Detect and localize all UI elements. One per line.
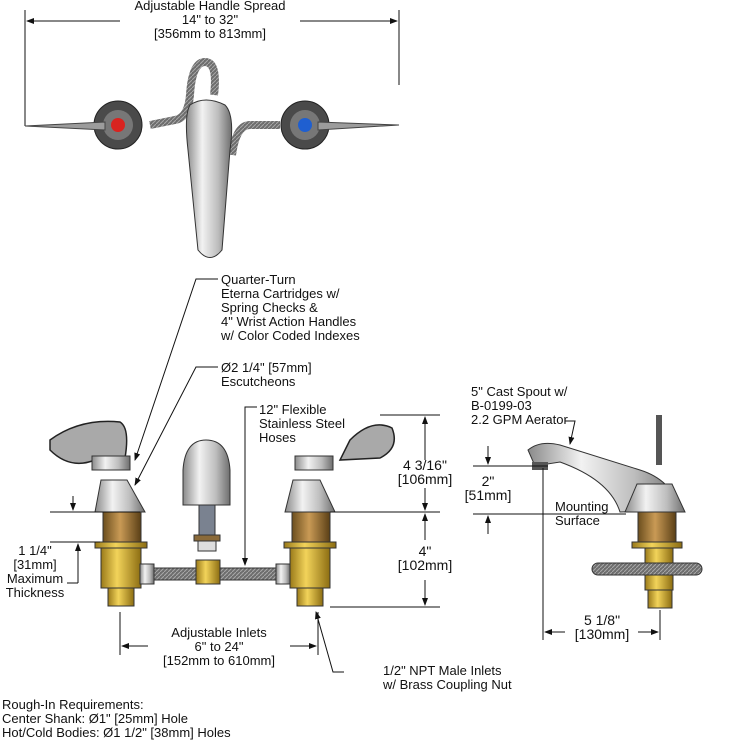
callout-line: Escutcheons [221, 374, 296, 389]
handle-spread-inches: 14" to 32" [181, 12, 239, 27]
dim-mm: [31mm] [13, 557, 57, 572]
dim-inches: 4" [418, 543, 432, 559]
inlets-callout: 1/2" NPT Male Inlets w/ Brass Coupling N… [383, 664, 512, 692]
dim-label: Surface [555, 513, 600, 528]
dim-label: Adjustable Inlets [171, 625, 267, 640]
dim-mm: [102mm] [397, 557, 453, 573]
handle-spread-mm: [356mm to 813mm] [154, 26, 266, 41]
callout-line: Stainless Steel [259, 416, 345, 431]
front-view [49, 278, 440, 673]
rough-in-center-shank: Center Shank: Ø1" [25mm] Hole [2, 711, 188, 726]
rough-in-title: Rough-In Requirements: [2, 697, 144, 712]
callout-line: 12" Flexible [259, 402, 327, 417]
dim-label: Mounting [555, 499, 609, 514]
handle-height-dim: 4 3/16" [106mm] [386, 458, 464, 486]
dim-inches: 1 1/4" [18, 543, 52, 558]
dim-label: Thickness [5, 585, 65, 600]
body-height-dim: 4" [102mm] [386, 544, 464, 572]
spout-callout: 5" Cast Spout w/ B-0199-03 2.2 GPM Aerat… [471, 385, 568, 427]
dim-inches: 6" to 24" [194, 639, 244, 654]
top-view [24, 10, 400, 258]
callout-line: 1/2" NPT Male Inlets [383, 663, 502, 678]
dim-label: Maximum [6, 571, 64, 586]
callout-line: 4" Wrist Action Handles [221, 314, 357, 329]
dim-inches: 5 1/8" [583, 612, 621, 628]
inlets-spread-dim: Adjustable Inlets 6" to 24" [152mm to 61… [146, 626, 292, 668]
handle-spread-title: Adjustable Handle Spread [134, 0, 286, 13]
cartridges-callout: Quarter-Turn Eterna Cartridges w/ Spring… [221, 273, 360, 343]
mounting-surface-label: Mounting Surface [555, 500, 608, 528]
rough-in-bodies: Hot/Cold Bodies: Ø1 1/2" [38mm] Holes [2, 725, 231, 740]
dim-inches: 4 3/16" [403, 457, 447, 473]
callout-line: Ø2 1/4" [57mm] [221, 360, 312, 375]
callout-line: w/ Brass Coupling Nut [383, 677, 512, 692]
callout-line: Spring Checks & [221, 300, 318, 315]
dim-mm: [130mm] [574, 626, 630, 642]
handle-spread-label: Adjustable Handle Spread 14" to 32" [356… [120, 0, 300, 41]
callout-line: w/ Color Coded Indexes [221, 328, 360, 343]
dim-mm: [152mm to 610mm] [163, 653, 275, 668]
dim-mm: [106mm] [397, 471, 453, 487]
hoses-callout: 12" Flexible Stainless Steel Hoses [259, 403, 345, 445]
escutcheons-callout: Ø2 1/4" [57mm] Escutcheons [221, 361, 312, 389]
cold-index-icon [298, 118, 312, 132]
callout-line: B-0199-03 [471, 398, 532, 413]
dim-inches: 2" [481, 473, 495, 489]
callout-line: Eterna Cartridges w/ [221, 286, 340, 301]
callout-line: Hoses [259, 430, 296, 445]
callout-line: 2.2 GPM Aerator [471, 412, 568, 427]
callout-line: Quarter-Turn [221, 272, 296, 287]
dim-mm: [51mm] [464, 487, 512, 503]
hot-handle-top [24, 100, 143, 150]
spout-reach-dim: 5 1/8" [130mm] [565, 613, 639, 641]
side-view [473, 415, 703, 640]
rough-in-requirements: Rough-In Requirements: Center Shank: Ø1"… [2, 698, 231, 740]
hot-index-icon [111, 118, 125, 132]
callout-line: 5" Cast Spout w/ [471, 384, 568, 399]
cold-handle-top [280, 100, 400, 150]
spout-height-dim: 2" [51mm] [460, 474, 516, 502]
max-thickness-dim: 1 1/4" [31mm] Maximum Thickness [0, 544, 70, 600]
